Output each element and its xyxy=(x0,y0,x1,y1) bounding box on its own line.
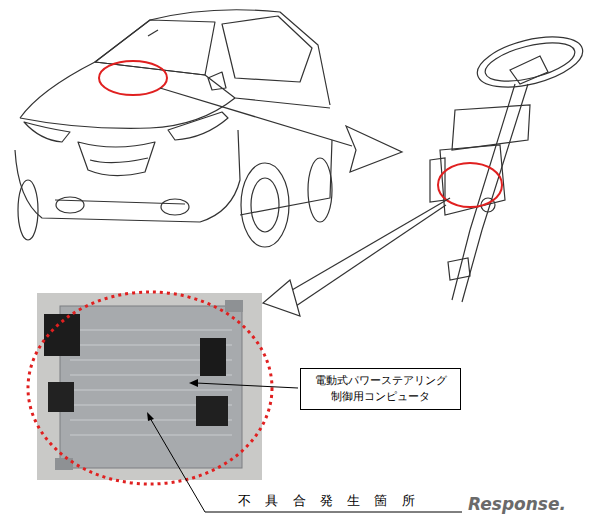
photo-ground xyxy=(37,293,262,480)
ecu-connector xyxy=(48,382,74,412)
car-hood-edge xyxy=(20,98,235,128)
leader-line xyxy=(196,383,298,388)
car-mirror xyxy=(208,72,226,90)
ecu-bracket xyxy=(55,458,73,470)
column-housing xyxy=(440,145,505,215)
car-sill xyxy=(240,140,332,215)
car-roof xyxy=(95,10,330,105)
ecu-connector xyxy=(196,396,228,426)
ecu-plate xyxy=(60,306,242,468)
highlight-ellipse xyxy=(99,61,167,95)
shaft-joint xyxy=(448,258,470,280)
hollow-arrow-head xyxy=(263,280,300,316)
hollow-arrow-head xyxy=(346,126,402,172)
watermark: Response. xyxy=(468,494,566,514)
car-bumper xyxy=(15,130,240,222)
car-headlight xyxy=(24,122,70,142)
label-underline xyxy=(205,512,462,513)
steering-column-drawing xyxy=(430,28,588,302)
label-box: 電動式パワーステアリング 制御用コンピュータ xyxy=(300,368,461,410)
car-side-line xyxy=(235,98,330,108)
steering-hub xyxy=(510,56,548,84)
steering-wheel xyxy=(472,28,587,97)
car-fog-lamp xyxy=(56,197,84,213)
callout-label: 不具合発生箇所 xyxy=(236,492,431,510)
column-bracket xyxy=(452,105,530,150)
car-hood xyxy=(20,62,235,118)
pointer-line xyxy=(292,198,450,290)
car-wheel xyxy=(308,158,332,222)
car-wheel xyxy=(241,163,289,247)
ecu-fins xyxy=(70,330,232,435)
car-fog-lamp xyxy=(161,199,189,215)
highlight-dotted-ellipse xyxy=(28,292,272,484)
pointer-line xyxy=(160,88,352,146)
ecu-connector xyxy=(200,338,226,376)
leader-arrow-head xyxy=(189,379,198,387)
highlight-ellipse xyxy=(438,163,502,207)
intermediate-shaft xyxy=(452,230,482,302)
leader-line xyxy=(150,418,205,512)
car-headlight xyxy=(168,112,228,140)
car-grille xyxy=(78,142,155,176)
car-wiper xyxy=(148,30,158,36)
steering-wheel-inner xyxy=(481,35,578,88)
ecu-bracket xyxy=(225,300,243,312)
car-wheel-hub xyxy=(251,178,279,232)
box-text: 電動式パワーステアリング 制御用コンピュータ xyxy=(309,373,452,405)
car-drawing xyxy=(15,10,332,247)
car-wheel xyxy=(18,180,38,240)
pointer-line xyxy=(296,205,446,306)
car-windshield xyxy=(95,20,215,75)
ecu-photo xyxy=(37,293,262,480)
car-grille-bar xyxy=(90,158,148,163)
leader-arrow-head xyxy=(147,412,154,421)
car-side-window xyxy=(222,16,312,82)
